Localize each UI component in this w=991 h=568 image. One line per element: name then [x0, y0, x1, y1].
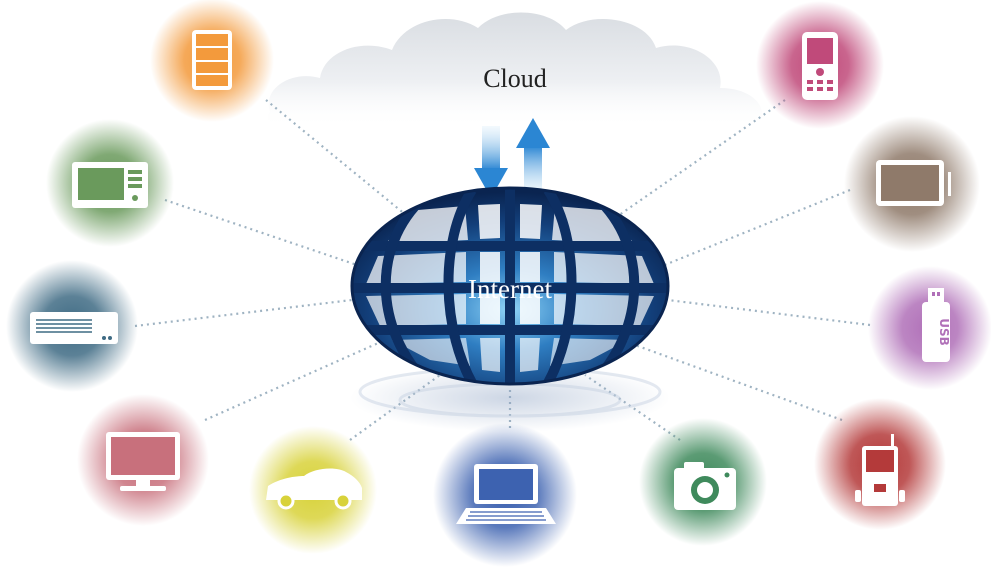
laptop-node — [433, 423, 577, 567]
usb-label: USB — [937, 318, 951, 346]
tablet-icon — [876, 160, 951, 206]
car-icon — [266, 468, 362, 510]
link-air-conditioner — [134, 298, 353, 328]
music-player-icon — [855, 434, 905, 506]
download-arrow-icon — [474, 126, 508, 198]
refrigerator-icon — [192, 30, 232, 90]
upload-arrow-icon — [516, 118, 550, 194]
microwave-node — [46, 119, 174, 247]
microwave-icon — [72, 162, 148, 208]
refrigerator-node — [150, 0, 274, 122]
link-tablet — [661, 188, 851, 268]
air-conditioner-icon — [30, 312, 118, 344]
music-player-node — [814, 398, 946, 530]
connection-lines — [134, 99, 871, 441]
mobile-phone-icon — [802, 32, 838, 100]
cloud-label: Cloud — [483, 64, 547, 93]
link-camera — [584, 374, 681, 441]
internet-label: Internet — [468, 274, 552, 304]
usb-stick-node: USB — [868, 266, 991, 390]
link-refrigerator — [265, 99, 413, 221]
monitor-icon — [106, 432, 180, 491]
link-usb — [667, 298, 871, 327]
link-music-player — [634, 343, 843, 422]
link-phone — [611, 99, 786, 221]
usb-stick-icon — [922, 288, 950, 362]
cloud-shape — [267, 12, 763, 129]
air-conditioner-node — [6, 260, 138, 392]
internet-globe — [350, 186, 670, 386]
camera-icon — [674, 462, 736, 510]
link-microwave — [164, 198, 361, 268]
car-node — [249, 426, 377, 554]
tablet-node — [844, 116, 980, 252]
monitor-node — [77, 394, 209, 526]
mobile-phone-node — [756, 1, 884, 129]
camera-node — [639, 418, 767, 546]
globe-reflection — [350, 364, 670, 432]
laptop-icon — [456, 464, 556, 524]
